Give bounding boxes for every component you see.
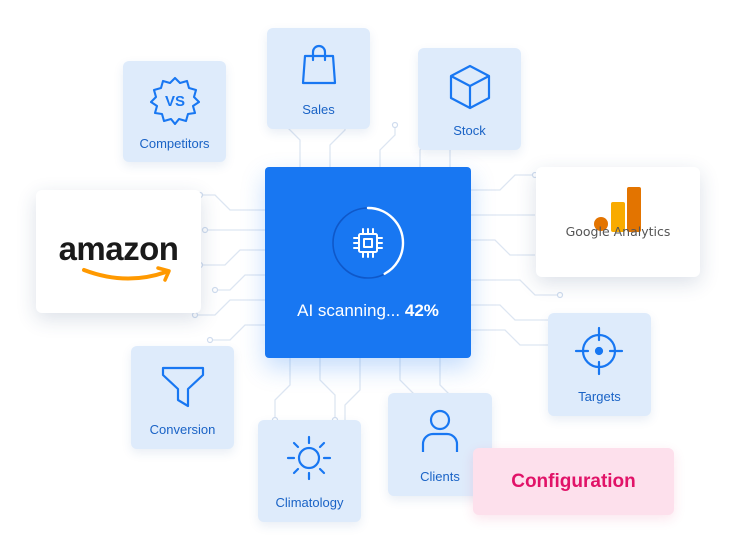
node-targets: Targets — [548, 313, 651, 416]
configuration-button[interactable]: Configuration — [473, 448, 674, 515]
google-analytics-wordmark: Google Analytics — [565, 224, 671, 239]
node-clients-label: Clients — [420, 469, 460, 484]
ai-scanning-panel: AI scanning... 42% — [265, 167, 471, 358]
progress-arc — [331, 206, 405, 280]
vs-badge-text: VS — [165, 93, 185, 110]
node-stock-label: Stock — [453, 123, 486, 138]
node-conversion-label: Conversion — [149, 422, 216, 437]
amazon-wordmark: amazon — [58, 230, 179, 267]
crosshair-icon — [574, 326, 624, 376]
node-sales-label: Sales — [302, 102, 335, 117]
progress-ring-svg — [331, 206, 405, 280]
vs-badge-icon: VS — [150, 75, 200, 125]
node-conversion: Conversion — [131, 346, 234, 449]
node-sales: Sales — [267, 28, 370, 129]
user-icon — [420, 408, 460, 454]
node-stock: Stock — [418, 48, 521, 150]
sun-icon — [286, 435, 332, 481]
shopping-bag-icon — [300, 42, 338, 86]
funnel-icon — [161, 365, 205, 409]
scanning-status: AI scanning... 42% — [265, 301, 471, 321]
progress-ring — [328, 203, 408, 288]
node-climatology-label: Climatology — [275, 495, 344, 510]
scanning-percent: 42% — [404, 301, 439, 320]
node-targets-label: Targets — [578, 389, 621, 404]
node-competitors-label: Competitors — [139, 136, 210, 151]
google-analytics-bars-icon — [593, 187, 643, 237]
node-climatology: Climatology — [258, 420, 361, 522]
configuration-label: Configuration — [511, 470, 636, 492]
google-analytics-logo-card: Google Analytics — [536, 167, 700, 277]
node-competitors: VS Competitors — [123, 61, 226, 162]
amazon-logo-card: amazon — [36, 190, 201, 313]
scanning-label: AI scanning... — [297, 301, 401, 320]
amazon-smile-icon — [80, 264, 176, 291]
cube-icon — [448, 63, 492, 111]
cpu-chip-icon — [351, 226, 385, 265]
